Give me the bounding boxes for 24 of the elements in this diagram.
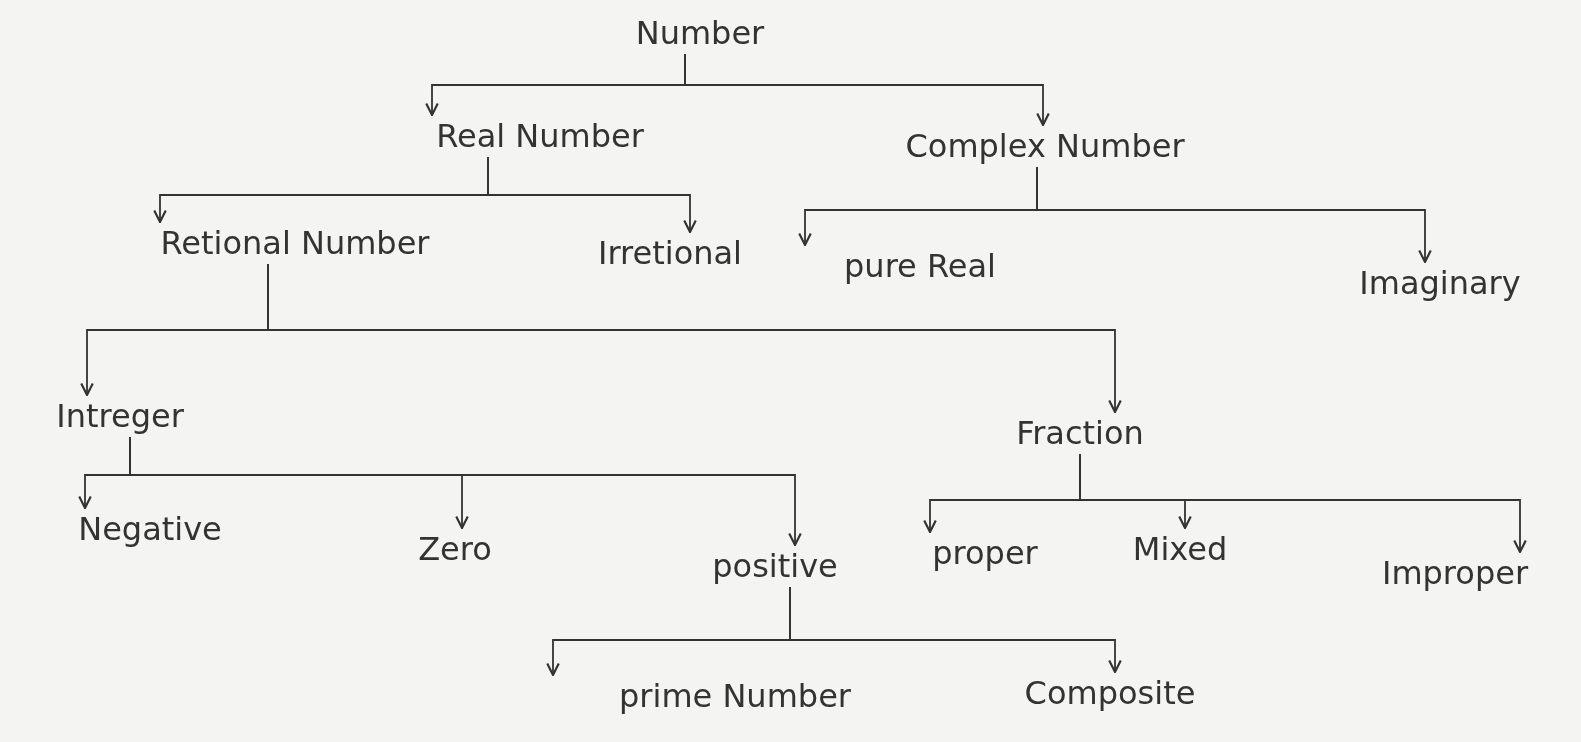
arrow bbox=[129, 436, 802, 547]
arrow bbox=[684, 53, 1050, 127]
node-label: Improper bbox=[1377, 552, 1533, 594]
node-label: Irretional bbox=[594, 232, 746, 274]
node-label: proper bbox=[928, 532, 1042, 574]
node-label: Number bbox=[631, 12, 769, 54]
node-label: Fraction bbox=[1012, 412, 1148, 454]
node-label: positive bbox=[708, 545, 842, 587]
node-label: Zero bbox=[414, 528, 496, 570]
node-label: pure Real bbox=[840, 245, 1000, 287]
arrow bbox=[1079, 453, 1527, 554]
arrow bbox=[267, 263, 1122, 414]
arrow bbox=[1036, 166, 1432, 264]
node-label: Retional Number bbox=[156, 222, 434, 264]
node-label: Mixed bbox=[1128, 528, 1232, 570]
node-label: Real Number bbox=[432, 115, 648, 157]
node-label: Intreger bbox=[52, 395, 188, 437]
node-label: Complex Number bbox=[901, 125, 1189, 167]
node-label: Negative bbox=[74, 508, 226, 550]
node-label: Composite bbox=[1020, 672, 1200, 714]
node-label: Imaginary bbox=[1355, 262, 1525, 304]
arrow bbox=[487, 156, 697, 234]
arrow bbox=[789, 586, 1122, 674]
node-label: prime Number bbox=[615, 675, 855, 717]
